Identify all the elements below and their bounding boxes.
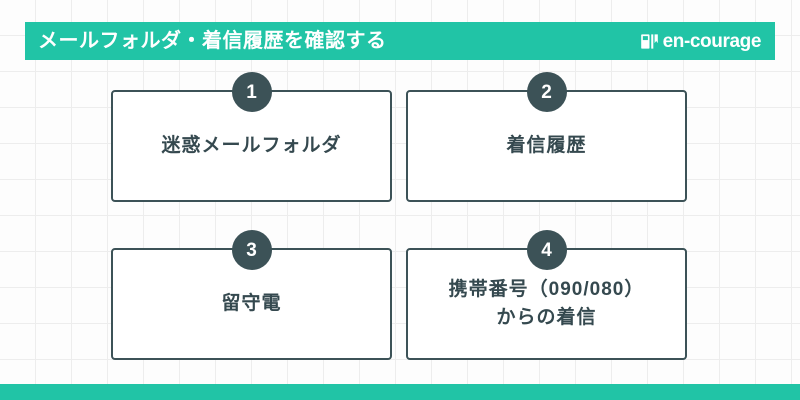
card-label: 着信履歴: [506, 135, 587, 157]
card-number-badge: 2: [526, 72, 567, 112]
footer-bar: [0, 384, 800, 400]
card-label: 留守電: [221, 293, 282, 315]
card-number-badge: 3: [231, 230, 272, 270]
card-4[interactable]: 4 携帯番号（090/080） からの着信: [406, 230, 687, 360]
brand-name: en-courage: [662, 30, 762, 52]
card-1[interactable]: 1 迷惑メールフォルダ: [111, 72, 392, 202]
card-number-badge: 1: [231, 72, 272, 112]
card-2[interactable]: 2 着信履歴: [406, 72, 687, 202]
open-book-icon: [640, 33, 658, 49]
cards-grid: 1 迷惑メールフォルダ 2 着信履歴 3 留守電 4 携帯番号（090/080）…: [111, 72, 687, 360]
page-title: メールフォルダ・着信履歴を確認する: [38, 30, 387, 52]
card-3[interactable]: 3 留守電: [111, 230, 392, 360]
card-label: 携帯番号（090/080） からの着信: [448, 279, 645, 328]
header-bar: メールフォルダ・着信履歴を確認する en-courage: [25, 22, 775, 60]
card-number-badge: 4: [526, 230, 567, 270]
card-label: 迷惑メールフォルダ: [161, 135, 342, 157]
brand-logo: en-courage: [640, 32, 763, 51]
